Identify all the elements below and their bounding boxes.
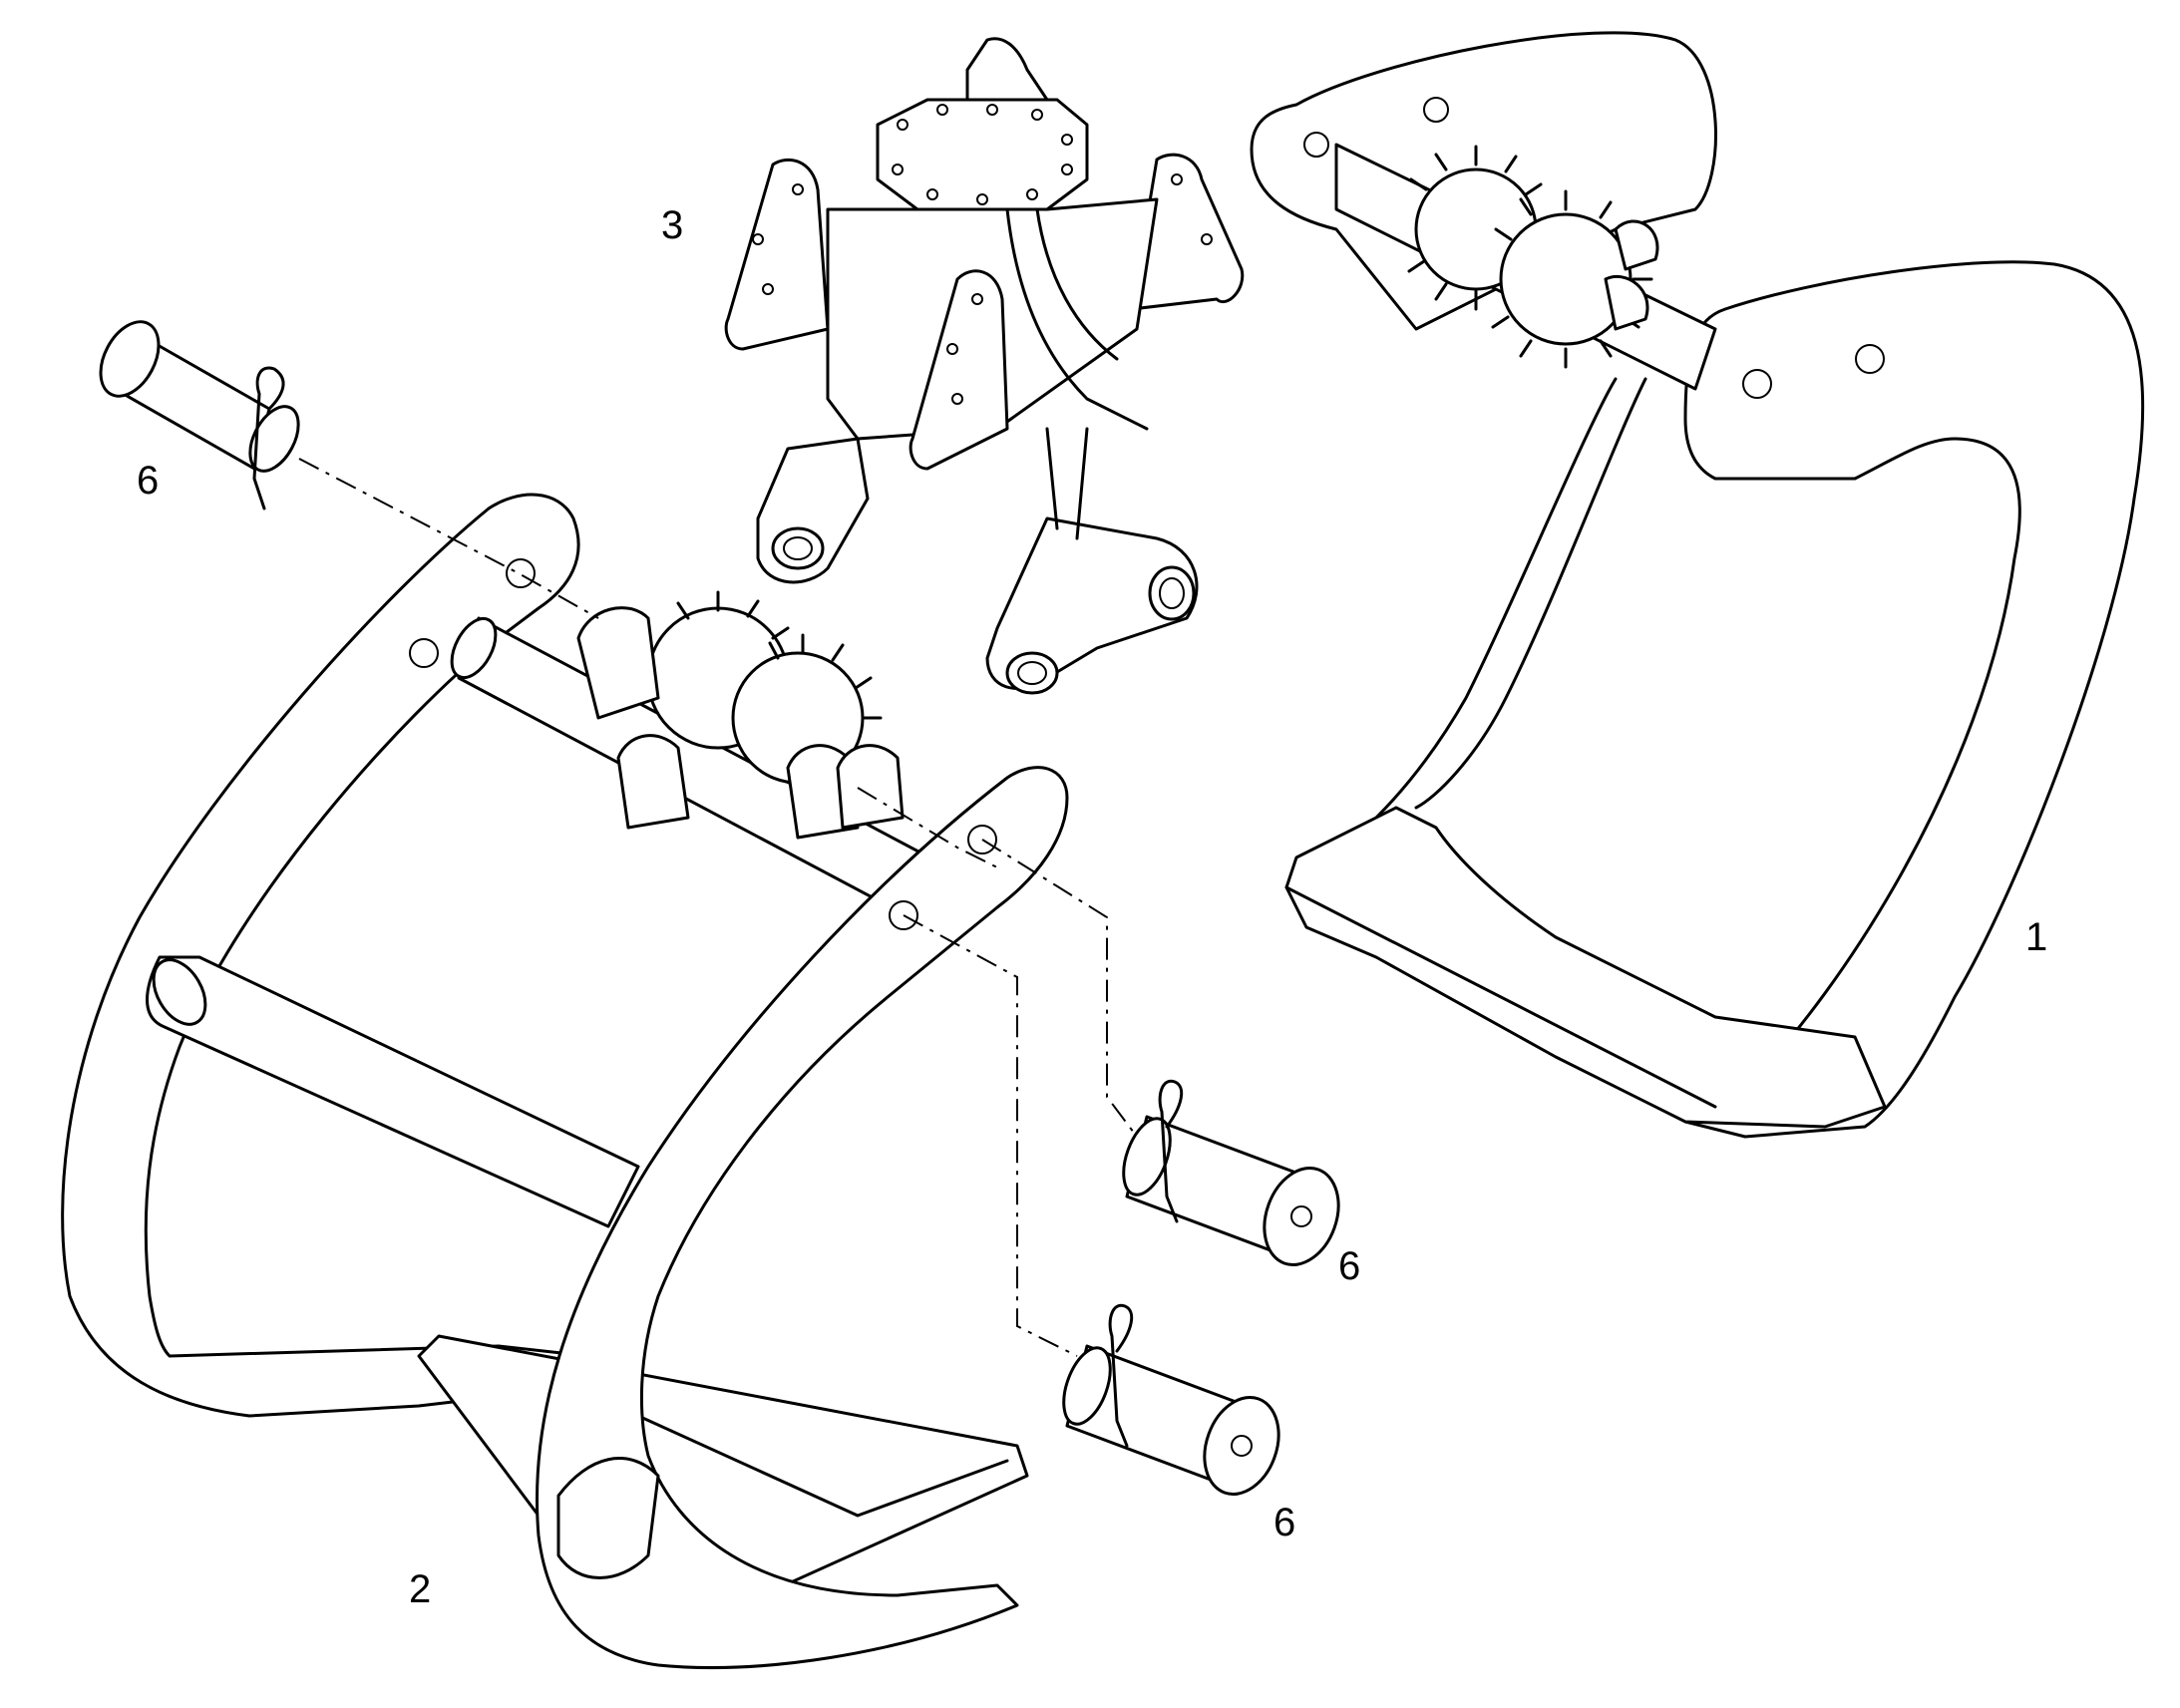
part-2-gear-left <box>576 590 806 830</box>
assembly-line-bottom <box>903 914 1078 1357</box>
assembly-line-top <box>298 458 599 619</box>
callout-part-2: 2 <box>409 1567 432 1611</box>
callout-part-6-top-left: 6 <box>137 459 160 503</box>
callout-part-6-bottom: 6 <box>1273 1501 1296 1544</box>
part-3-rotator-bracket <box>724 37 1245 695</box>
part-1-grapple-tong <box>1250 31 2145 1139</box>
part-6-pin-top-left <box>99 320 300 511</box>
assembly-line-right <box>981 839 1138 1138</box>
callout-part-3: 3 <box>661 203 684 247</box>
part-6-pin-right <box>1122 1079 1340 1266</box>
part-6-pin-bottom <box>1062 1303 1280 1496</box>
assembly-line-shaft <box>857 787 998 868</box>
callout-part-1: 1 <box>2025 915 2048 959</box>
part-2-grapple-tong <box>61 493 1069 1669</box>
callout-part-6-right: 6 <box>1338 1244 1361 1288</box>
part-2-gear-right <box>731 633 905 840</box>
